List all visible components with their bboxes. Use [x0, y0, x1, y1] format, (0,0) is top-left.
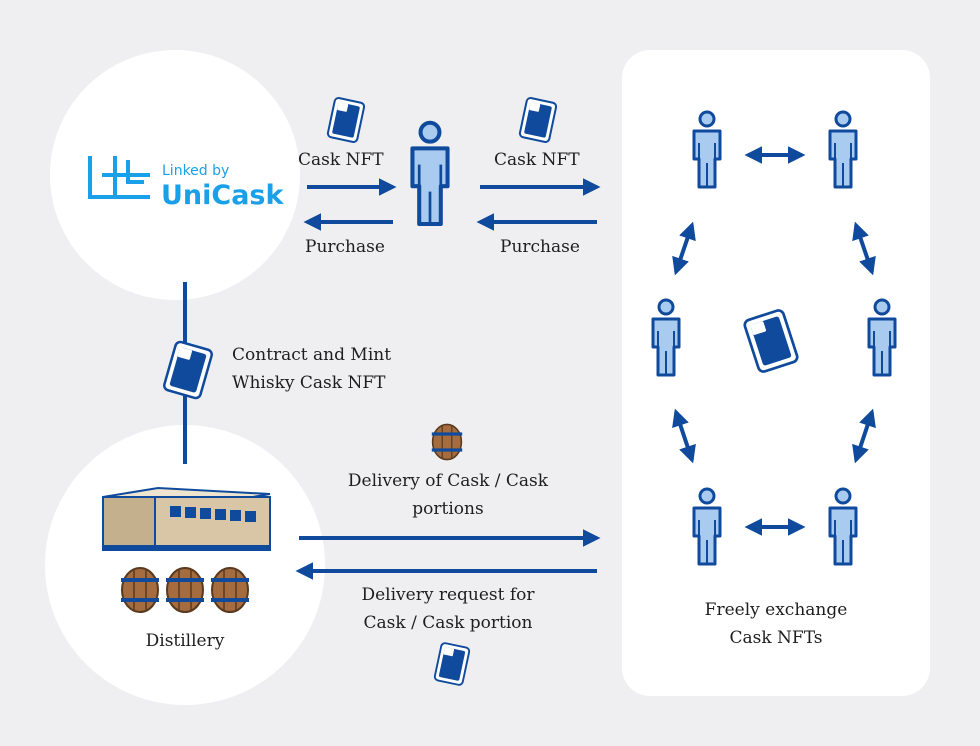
brand-tagline: Linked by: [162, 163, 230, 179]
distillery-circle: [45, 425, 325, 705]
distillery-building-icon: [102, 486, 271, 551]
label-mint-line2: Whisky Cask NFT: [232, 373, 386, 393]
exchange-arrow: [672, 221, 696, 276]
label-cask-nft-1: Cask NFT: [298, 150, 384, 170]
nft-card-icon: [326, 96, 366, 144]
unicask-circle: [50, 50, 300, 300]
nft-card-icon: [433, 641, 471, 687]
brand-name: UniCask: [161, 180, 284, 211]
label-purchase-1: Purchase: [305, 237, 385, 257]
nft-card-icon: [518, 96, 558, 144]
label-mint-line1: Contract and Mint: [232, 345, 392, 365]
market-label-line1: Freely exchange: [704, 600, 848, 620]
barrel-icon: [120, 567, 160, 613]
label-request-line1: Delivery request for: [361, 585, 535, 605]
distillery-label: Distillery: [145, 631, 225, 651]
exchange-arrow: [672, 408, 696, 464]
label-delivery-line2: portions: [412, 499, 484, 519]
barrel-icon: [165, 567, 205, 613]
label-request-line2: Cask / Cask portion: [363, 613, 533, 633]
barrel-icon: [430, 423, 464, 461]
label-delivery-line1: Delivery of Cask / Cask: [347, 471, 549, 491]
label-purchase-2: Purchase: [500, 237, 580, 257]
market-label-line2: Cask NFTs: [729, 628, 823, 648]
exchange-arrow: [852, 408, 876, 464]
nft-card-icon: [161, 339, 215, 401]
label-cask-nft-2: Cask NFT: [494, 150, 580, 170]
exchange-arrow: [852, 221, 876, 276]
buyer-person-icon: [412, 123, 447, 224]
barrel-icon: [210, 567, 250, 613]
unicask-logo-icon: [88, 156, 150, 199]
